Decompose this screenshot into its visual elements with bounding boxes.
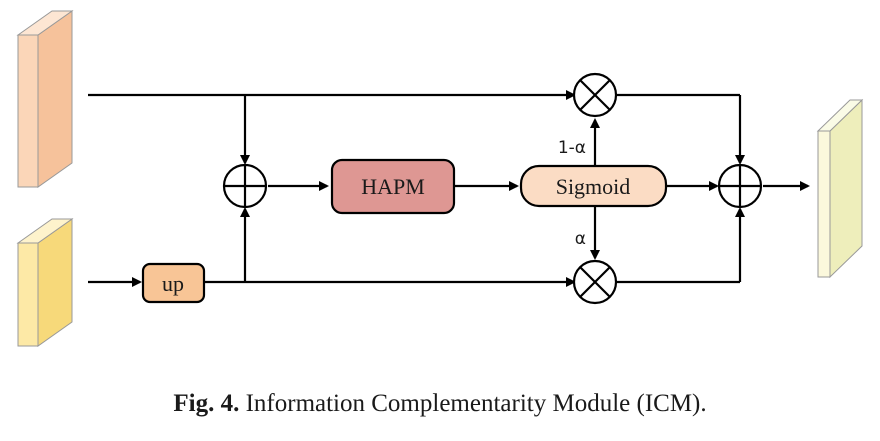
connections <box>88 90 810 287</box>
figure-caption: Fig. 4. Information Complementarity Modu… <box>0 390 880 418</box>
hapm-block: HAPM <box>330 158 456 215</box>
elementwise-multiply-top <box>572 72 618 118</box>
elementwise-multiply-bottom <box>572 259 618 305</box>
upsample-block: up <box>141 262 206 304</box>
sigmoid-block: Sigmoid <box>519 164 668 208</box>
sigmoid-label: Sigmoid <box>556 174 631 199</box>
hapm-label: HAPM <box>361 174 425 199</box>
label-alpha: α <box>575 229 586 249</box>
caption-prefix: Fig. 4. <box>173 390 240 417</box>
output-feature-map <box>816 98 864 279</box>
up-label: up <box>162 271 184 296</box>
elementwise-sum-right <box>717 163 763 209</box>
elementwise-sum-left <box>222 163 268 209</box>
input-feature-map-high <box>16 10 74 188</box>
caption-text: Information Complementarity Module (ICM)… <box>245 390 707 417</box>
label-one-minus-alpha: 1-α <box>558 138 586 158</box>
input-feature-map-low <box>16 218 74 347</box>
